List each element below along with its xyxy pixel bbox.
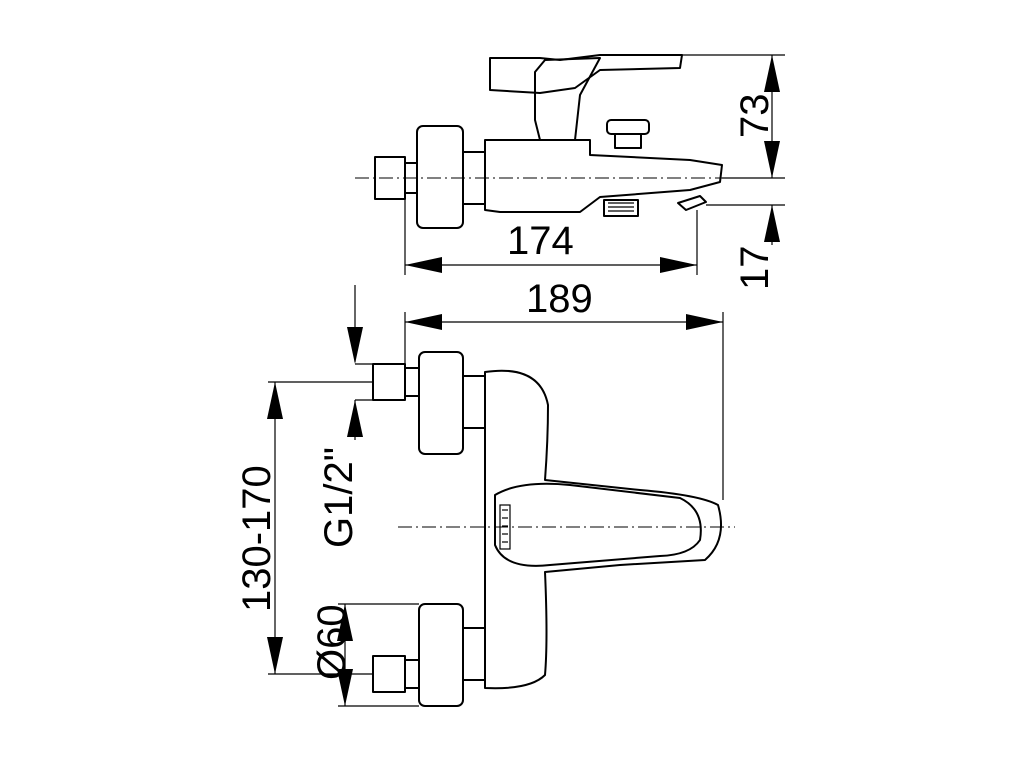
top-shower-outlet (603, 199, 639, 217)
dim-189: 189 (526, 277, 593, 321)
top-handle (489, 54, 683, 94)
lower-nut (462, 627, 486, 681)
dim-174: 174 (507, 219, 574, 263)
top-handle-stem (534, 57, 601, 141)
upper-inlet-neck (404, 367, 420, 397)
top-spout-aerator (677, 195, 707, 211)
lower-inlet-fitting (372, 655, 406, 693)
top-diverter-stem (614, 133, 642, 149)
top-view: 73 17 174 (355, 54, 785, 291)
dim-thread: G1/2" (317, 447, 361, 548)
upper-eccentric-flange (418, 351, 464, 455)
top-diverter-knob (606, 119, 650, 135)
front-view: 189 G1/2" (235, 277, 735, 707)
dim-130-170: 130-170 (235, 465, 279, 612)
front-body-outline (484, 369, 722, 690)
lower-eccentric-flange (418, 603, 464, 707)
lower-inlet-neck (404, 659, 420, 689)
top-body-outline (484, 139, 723, 213)
dim-diameter: Ø60 (310, 604, 354, 680)
upper-inlet-fitting (372, 363, 406, 401)
top-eccentric-flange (416, 125, 464, 229)
dim-17: 17 (733, 246, 777, 291)
upper-nut (462, 375, 486, 429)
brand-logo (499, 504, 511, 550)
front-handle-outline (494, 482, 702, 567)
dim-73: 73 (733, 94, 777, 139)
